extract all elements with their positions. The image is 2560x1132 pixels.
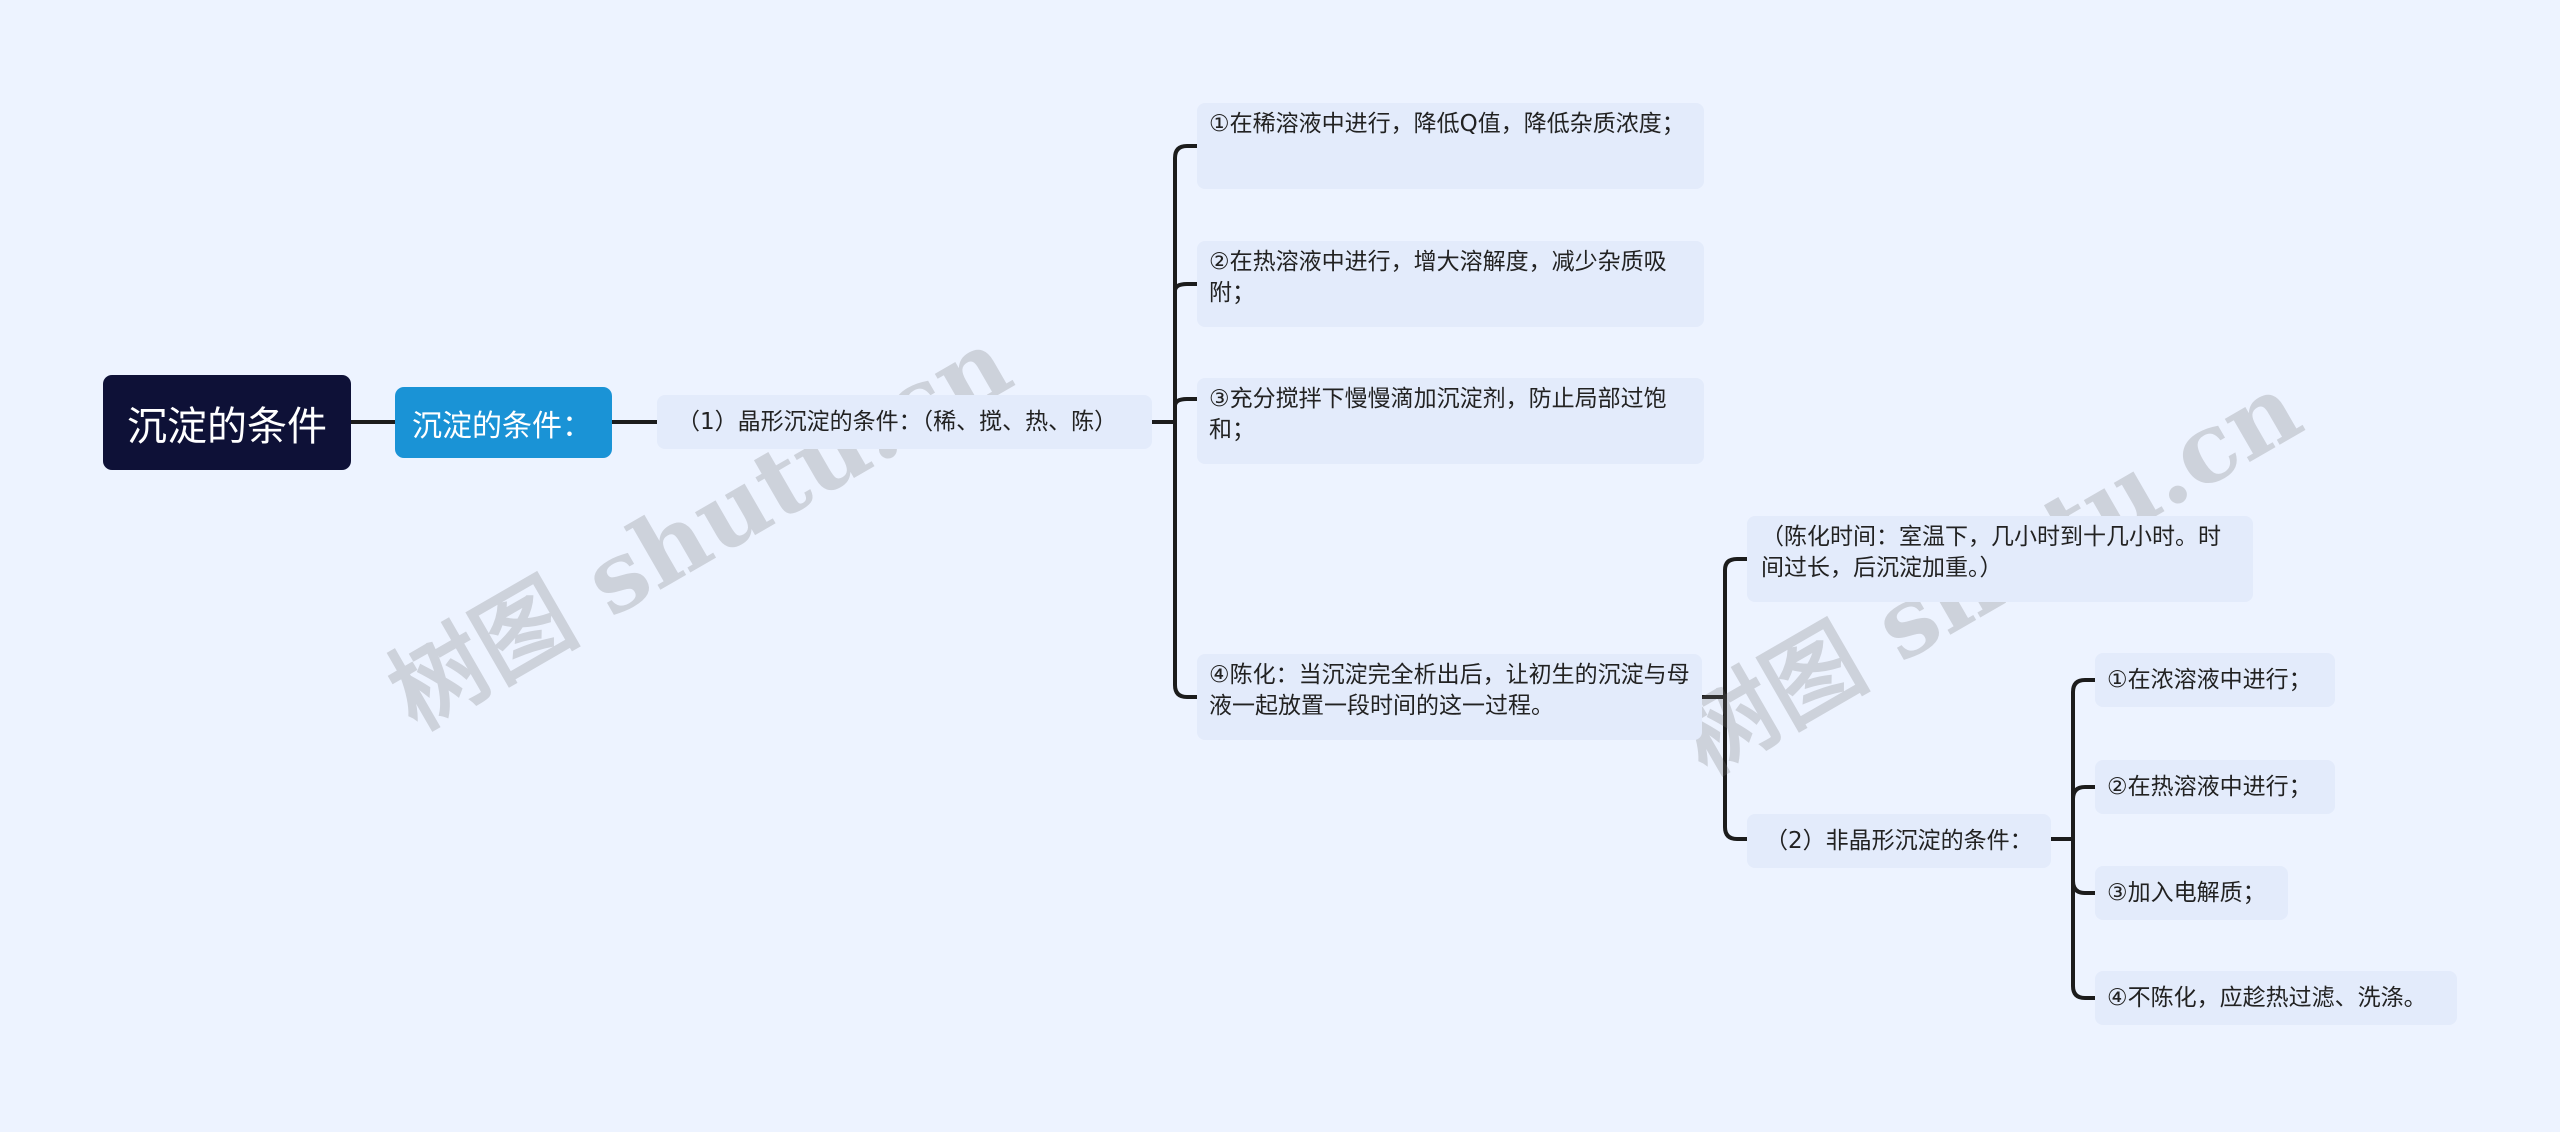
topic-crystalline-conditions[interactable]: （1）晶形沉淀的条件：（稀、搅、热、陈） (657, 395, 1152, 449)
crystalline-item-3[interactable]: ③充分搅拌下慢慢滴加沉淀剂，防止局部过饱和； (1197, 378, 1704, 464)
connector-amorphous-trunk (2049, 678, 2097, 1000)
crystalline-item-4-label: ④陈化：当沉淀完全析出后，让初生的沉淀与母液一起放置一段时间的这一过程。 (1209, 662, 1690, 719)
crystalline-item-3-label: ③充分搅拌下慢慢滴加沉淀剂，防止局部过饱和； (1209, 386, 1667, 443)
amorphous-item-1-label: ①在浓溶液中进行； (2107, 666, 2312, 693)
root-topic-label: 沉淀的条件 (127, 403, 327, 450)
crystalline-item-1[interactable]: ①在稀溶液中进行，降低Q值，降低杂质浓度； (1197, 103, 1704, 189)
crystalline-item-2[interactable]: ②在热溶液中进行，增大溶解度，减少杂质吸附； (1197, 241, 1704, 327)
amorphous-item-3[interactable]: ③加入电解质； (2095, 866, 2288, 920)
topic-crystalline-conditions-label: （1）晶形沉淀的条件：（稀、搅、热、陈） (677, 408, 1118, 435)
connector-aging-trunk (1700, 557, 1749, 841)
aging-time-note[interactable]: （陈化时间：室温下，几小时到十几小时。时间过长，后沉淀加重。） (1747, 516, 2253, 602)
connector-crystalline-trunk (1150, 144, 1199, 699)
topic-amorphous-conditions-label: （2）非晶形沉淀的条件： (1765, 827, 2033, 854)
aging-time-note-label: （陈化时间：室温下，几小时到十几小时。时间过长，后沉淀加重。） (1761, 524, 2221, 581)
amorphous-item-1[interactable]: ①在浓溶液中进行； (2095, 653, 2335, 707)
subtopic-conditions[interactable]: 沉淀的条件： (395, 387, 612, 458)
amorphous-item-4[interactable]: ④不陈化，应趁热过滤、洗涤。 (2095, 971, 2457, 1025)
crystalline-item-1-label: ①在稀溶液中进行，降低Q值，降低杂质浓度； (1209, 111, 1685, 137)
amorphous-item-2[interactable]: ②在热溶液中进行； (2095, 760, 2335, 814)
amorphous-item-3-label: ③加入电解质； (2107, 879, 2266, 906)
amorphous-item-2-label: ②在热溶液中进行； (2107, 773, 2312, 800)
topic-amorphous-conditions[interactable]: （2）非晶形沉淀的条件： (1747, 814, 2051, 868)
root-topic[interactable]: 沉淀的条件 (103, 375, 351, 470)
subtopic-conditions-label: 沉淀的条件： (412, 408, 592, 444)
crystalline-item-4[interactable]: ④陈化：当沉淀完全析出后，让初生的沉淀与母液一起放置一段时间的这一过程。 (1197, 654, 1702, 740)
amorphous-item-4-label: ④不陈化，应趁热过滤、洗涤。 (2107, 984, 2427, 1011)
crystalline-item-2-label: ②在热溶液中进行，增大溶解度，减少杂质吸附； (1209, 249, 1667, 306)
